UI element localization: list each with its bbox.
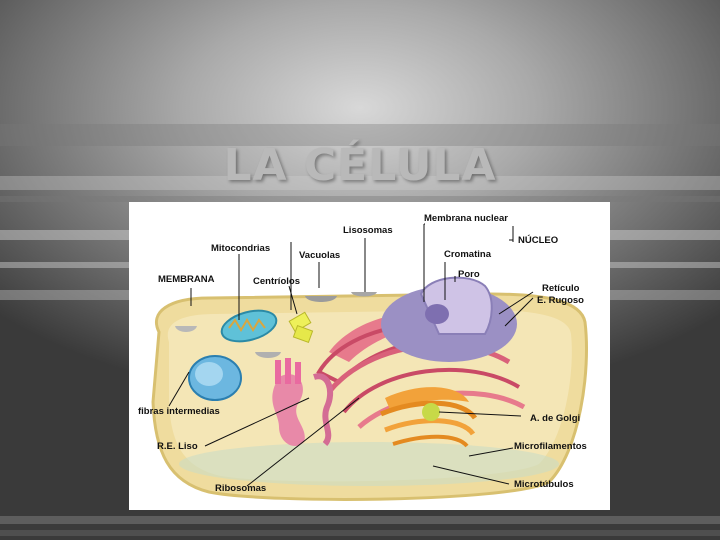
golgi-vesicle [422, 403, 440, 421]
label-reticulo: Retículo [542, 283, 580, 294]
background-stripe [0, 176, 720, 190]
lysosome [351, 292, 377, 297]
vacuole [305, 296, 337, 302]
label-microtubulos: Microtúbulos [514, 479, 574, 490]
microtubule [275, 360, 281, 384]
centriole [292, 324, 314, 344]
background-stripe [0, 124, 720, 146]
smooth-er [272, 374, 305, 447]
microtubule [295, 362, 301, 384]
label-membrana-nuclear: Membrana nuclear [424, 213, 508, 224]
label-nucleo: NÚCLEO [518, 235, 559, 246]
label-mitocondrias: Mitocondrias [211, 243, 271, 254]
mitochondrion [220, 309, 278, 343]
slide-title: LA CÉLULA [223, 140, 497, 191]
background-stripe [0, 516, 720, 524]
leader-lines [168, 223, 534, 487]
cytoplasm-lower [179, 442, 559, 486]
golgi [392, 434, 469, 448]
vacuole [175, 326, 197, 332]
cell-diagram: Membrana nuclear Lisosomas NÚCLEO Mitoco… [129, 202, 610, 510]
microtubule [285, 358, 291, 384]
background-stripe [0, 196, 720, 202]
label-cromatina: Cromatina [444, 249, 491, 260]
rough-er [329, 312, 479, 362]
label-lisosomas: Lisosomas [343, 225, 393, 236]
vacuole [255, 352, 281, 358]
label-membrana: MEMBRANA [158, 274, 215, 285]
background-stripe [0, 530, 720, 536]
golgi [384, 418, 476, 436]
label-ribosomas: Ribosomas [215, 483, 267, 494]
rough-er-fold [342, 367, 521, 414]
label-e-rugoso: E. Rugoso [537, 295, 584, 306]
mitochondrion-cristae [228, 318, 266, 332]
label-a-de-golgi: A. de Golgi [530, 413, 581, 424]
label-re-liso: R.E. Liso [157, 441, 198, 452]
mitochondrion-inner [195, 362, 223, 386]
label-vacuolas: Vacuolas [299, 250, 341, 261]
cell-illustration [151, 223, 588, 501]
label-fibras-intermedias: fibras intermedias [138, 406, 220, 417]
label-centriolos: Centríolos [253, 276, 300, 287]
label-poro: Poro [458, 269, 480, 280]
smooth-er [313, 373, 334, 447]
label-microfilamentos: Microfilamentos [514, 441, 587, 452]
nucleolus [425, 304, 449, 324]
golgi [380, 400, 478, 420]
